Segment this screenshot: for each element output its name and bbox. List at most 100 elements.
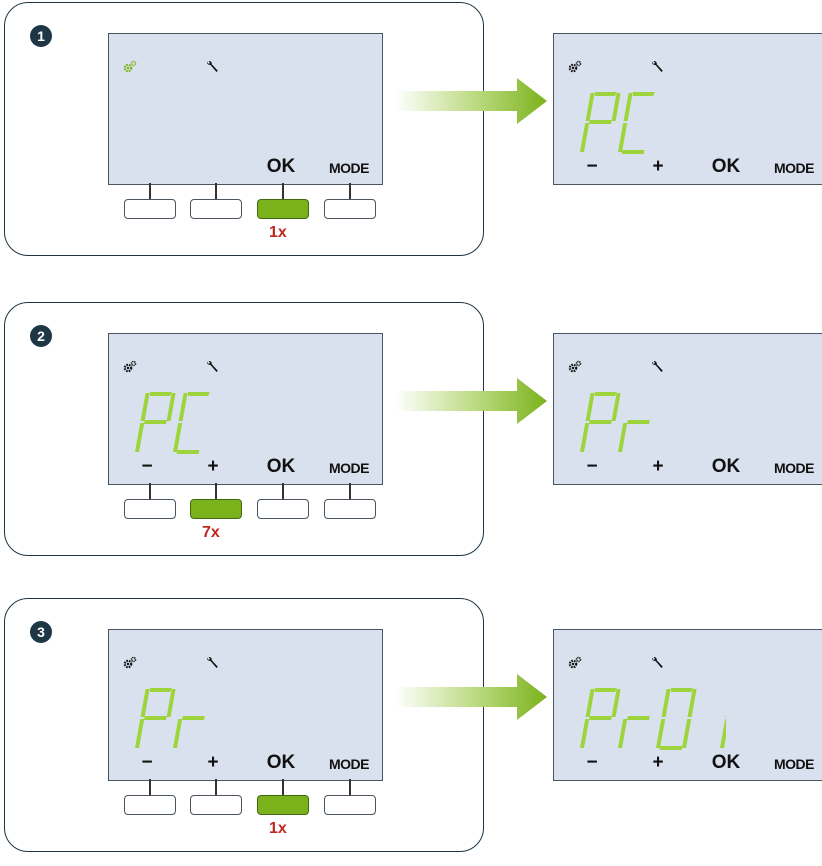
wrench-icon xyxy=(205,656,219,670)
label-mode: MODE xyxy=(323,756,375,772)
transition-arrow xyxy=(395,674,547,720)
ok-button[interactable] xyxy=(257,499,309,519)
plus-button[interactable] xyxy=(190,499,242,519)
plus-button[interactable] xyxy=(190,199,242,219)
transition-arrow xyxy=(395,78,547,124)
label-minus: − xyxy=(576,456,608,478)
display-char-1-seg-e xyxy=(618,719,627,748)
press-count: 1x xyxy=(269,820,287,838)
display-char-2-seg-e xyxy=(656,719,665,748)
display-char-0-seg-f xyxy=(586,689,595,717)
label-mode: MODE xyxy=(323,160,375,176)
label-mode: MODE xyxy=(323,460,375,476)
minus-button[interactable] xyxy=(124,499,176,519)
label-ok: OK xyxy=(710,456,742,478)
minus-button[interactable] xyxy=(124,795,176,815)
wrench-icon xyxy=(650,656,664,670)
gear-icon xyxy=(123,656,137,670)
display-char-1-seg-d xyxy=(177,450,200,454)
label-ok: OK xyxy=(710,752,742,774)
lcd-screen-right: − + OK MODE xyxy=(553,333,822,485)
label-ok: OK xyxy=(710,156,742,178)
display-char-0-seg-f xyxy=(586,393,595,421)
display-char-1-seg-e xyxy=(618,423,627,452)
display-char-0-seg-a xyxy=(595,688,617,692)
transition-arrow xyxy=(395,378,547,424)
button-stem xyxy=(149,779,151,795)
display-char-1-seg-e xyxy=(618,123,627,152)
label-minus: − xyxy=(131,456,163,478)
label-ok: OK xyxy=(265,156,297,178)
display-char-0-seg-e xyxy=(135,719,144,748)
step-number-badge: 3 xyxy=(30,621,52,643)
display-char-0-seg-b xyxy=(612,689,621,717)
wrench-icon xyxy=(650,60,664,74)
button-stem xyxy=(215,183,217,199)
press-count: 1x xyxy=(269,224,287,242)
display-char-1-seg-a xyxy=(633,92,655,96)
label-minus: − xyxy=(131,752,163,774)
display-char-2-seg-a xyxy=(671,688,693,692)
ok-button[interactable] xyxy=(257,199,309,219)
display-char-0-seg-e xyxy=(580,423,589,452)
display-char-0-seg-e xyxy=(580,719,589,748)
display-char-0-seg-a xyxy=(150,392,172,396)
ok-button[interactable] xyxy=(257,795,309,815)
label-plus: + xyxy=(642,156,674,178)
display-char-1-seg-a xyxy=(188,392,210,396)
gear-icon xyxy=(123,360,137,374)
display-char-0-seg-g xyxy=(144,716,167,720)
label-plus: + xyxy=(197,752,229,774)
label-plus: + xyxy=(642,752,674,774)
display-char-0-seg-b xyxy=(167,689,176,717)
segment-display xyxy=(576,388,726,464)
display-char-0-seg-a xyxy=(595,392,617,396)
button-stem xyxy=(282,183,284,199)
display-char-0-seg-f xyxy=(141,689,150,717)
display-char-0-seg-e xyxy=(580,123,589,152)
label-mode: MODE xyxy=(768,160,820,176)
mode-button[interactable] xyxy=(324,199,376,219)
plus-button[interactable] xyxy=(190,795,242,815)
mode-button[interactable] xyxy=(324,499,376,519)
display-char-2-seg-b xyxy=(688,689,697,717)
button-stem xyxy=(149,183,151,199)
gear-icon xyxy=(568,656,582,670)
display-char-1-seg-d xyxy=(622,150,645,154)
display-char-0-seg-g xyxy=(144,420,167,424)
lcd-screen-right: − + OK MODE xyxy=(553,33,822,185)
step-number-badge: 1 xyxy=(30,25,52,47)
minus-button[interactable] xyxy=(124,199,176,219)
display-char-2-seg-c xyxy=(682,719,691,748)
label-ok: OK xyxy=(265,456,297,478)
display-char-3-seg-c xyxy=(720,719,726,748)
lcd-button-labels: − + OK MODE xyxy=(554,156,822,178)
press-count: 7x xyxy=(202,524,220,542)
segment-display xyxy=(576,88,726,164)
display-char-2-seg-f xyxy=(662,689,671,717)
label-minus: − xyxy=(576,156,608,178)
display-char-0-seg-e xyxy=(135,423,144,452)
label-mode: MODE xyxy=(768,756,820,772)
display-char-0-seg-a xyxy=(150,688,172,692)
mode-button[interactable] xyxy=(324,795,376,815)
lcd-screen-left: OK MODE xyxy=(108,33,383,185)
lcd-button-labels: − + OK MODE xyxy=(554,456,822,478)
label-mode: MODE xyxy=(768,460,820,476)
display-char-1-seg-g xyxy=(627,716,650,720)
step-number-badge: 2 xyxy=(30,325,52,347)
gear-icon xyxy=(568,360,582,374)
label-plus: + xyxy=(642,456,674,478)
button-stem xyxy=(215,779,217,795)
segment-display xyxy=(131,684,281,760)
display-char-1-seg-f xyxy=(624,93,633,121)
wrench-icon xyxy=(205,360,219,374)
display-char-1-seg-e xyxy=(173,719,182,748)
